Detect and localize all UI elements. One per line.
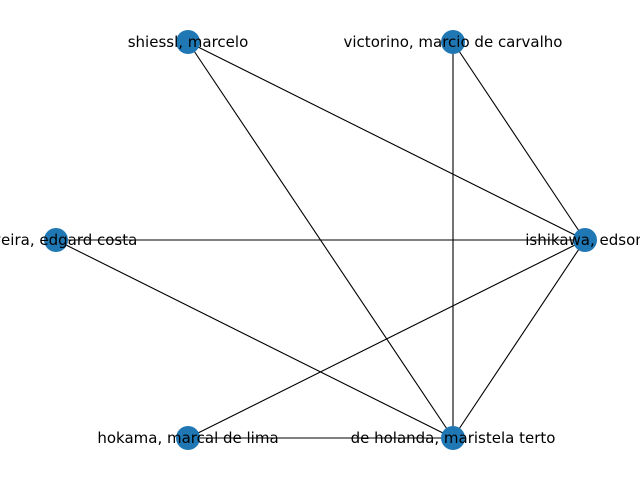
node-label-ishikawa: ishikawa, edson — [525, 231, 640, 249]
nodes-layer — [44, 30, 597, 450]
edges-layer — [55, 41, 586, 439]
labels-layer: shiessl, marcelo victorino, marcio de car… — [0, 33, 640, 447]
edge-oliveira-deholanda — [55, 239, 454, 439]
node-label-victorino: victorino, marcio de carvalho — [344, 33, 563, 51]
node-shiessl — [176, 30, 200, 54]
node-ishikawa — [573, 228, 597, 252]
node-deholanda — [441, 426, 465, 450]
node-oliveira — [44, 228, 68, 252]
edge-ishikawa-deholanda — [452, 239, 586, 439]
node-label-shiessl: shiessl, marcelo — [128, 33, 249, 51]
edge-ishikawa-hokama — [187, 239, 586, 439]
edge-shiessl-ishikawa — [187, 41, 586, 241]
node-label-oliveira: oliveira, edgard costa — [0, 231, 137, 249]
node-label-hokama: hokama, marcal de lima — [97, 429, 278, 447]
node-label-deholanda: de holanda, maristela terto — [351, 429, 556, 447]
node-victorino — [441, 30, 465, 54]
node-hokama — [176, 426, 200, 450]
edge-victorino-ishikawa — [452, 41, 586, 241]
